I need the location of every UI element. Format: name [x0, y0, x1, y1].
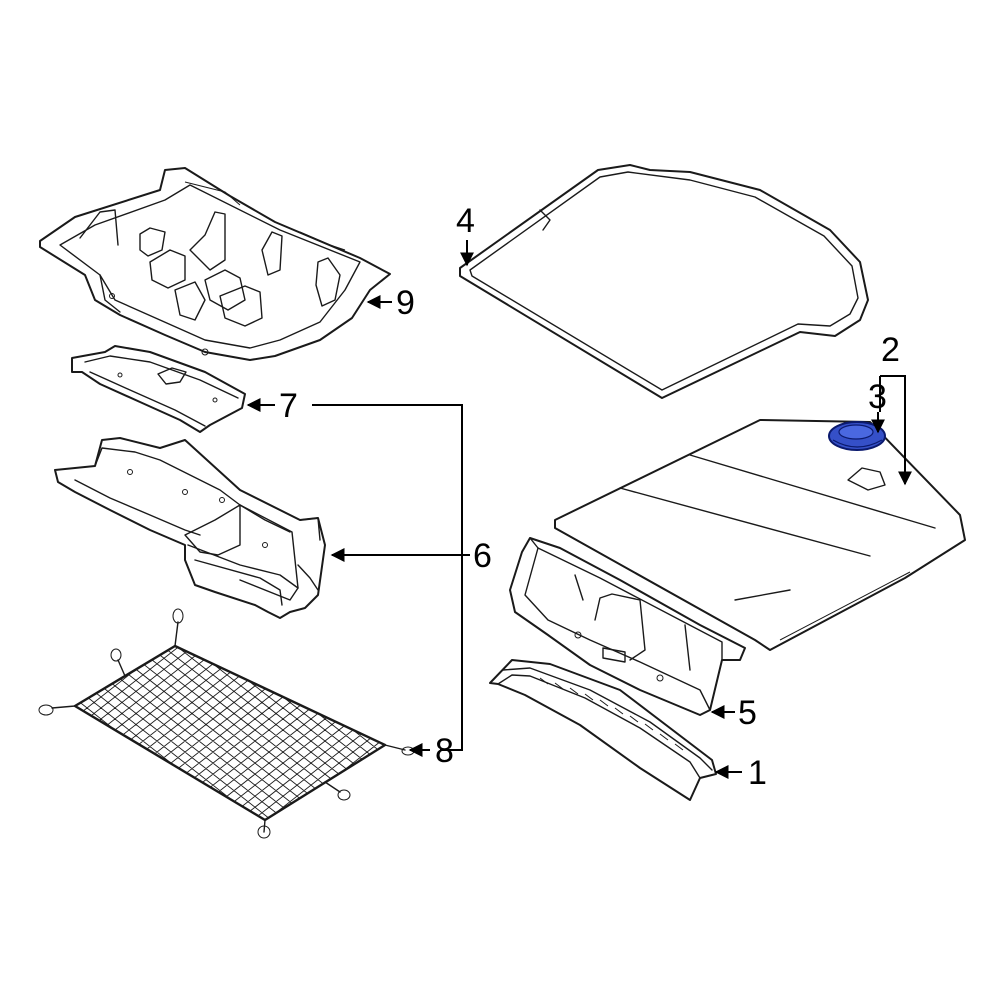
- leader-lines: [246, 240, 912, 779]
- callout-9: 9: [396, 284, 415, 322]
- callout-labels: 9 4 2 3 7 6 8 5 1: [279, 202, 900, 792]
- part-1-scuff-plate: [489, 659, 717, 801]
- part-2-load-floor-board: [554, 419, 966, 651]
- callout-7: 7: [279, 387, 298, 425]
- part-6-storage-bin: [54, 437, 326, 619]
- part-9-storage-tray: [39, 167, 391, 361]
- callout-1: 1: [748, 754, 767, 792]
- callout-3: 3: [868, 378, 887, 416]
- scuff-plate-texture: [539, 677, 684, 751]
- callout-4: 4: [456, 202, 475, 240]
- part-3-hook-grip: [828, 421, 886, 451]
- callout-2: 2: [881, 331, 900, 369]
- callout-6: 6: [473, 537, 492, 575]
- callout-5: 5: [738, 694, 757, 732]
- part-4-floor-mat: [459, 164, 869, 399]
- part-5-rear-trim-panel: [509, 537, 746, 716]
- callout-8: 8: [435, 732, 454, 770]
- part-7-cover-panel: [71, 345, 246, 433]
